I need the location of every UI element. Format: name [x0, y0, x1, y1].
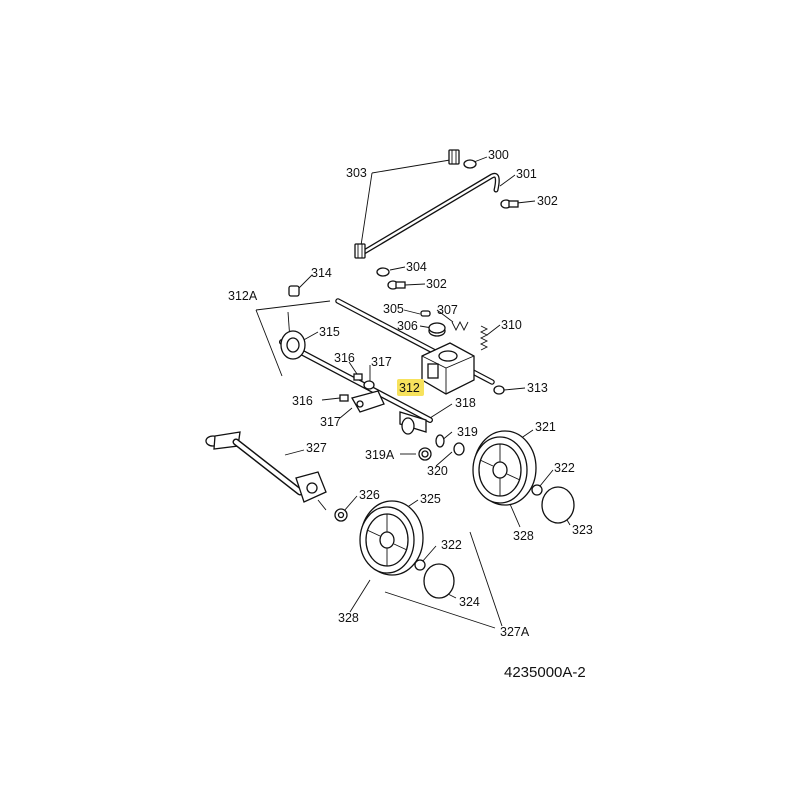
bushing-306: [428, 322, 446, 337]
callout-317-top: 317: [371, 355, 392, 369]
hubcap-323: [541, 486, 575, 524]
nut-322-right: [531, 484, 543, 496]
callout-327: 327: [306, 441, 327, 455]
callout-326: 326: [359, 488, 380, 502]
nut-322-left: [414, 559, 426, 571]
wheel-right: [472, 430, 537, 506]
rod-clip-top: [448, 149, 460, 165]
bearing-319A: [418, 447, 432, 461]
callout-316-bottom: 316: [292, 394, 313, 408]
callout-310: 310: [501, 318, 522, 332]
wheel-left: [359, 500, 424, 576]
callout-305: 305: [383, 302, 404, 316]
callout-328-left: 328: [338, 611, 359, 625]
washer-317-top: [363, 380, 375, 390]
washer-313: [493, 385, 505, 395]
pin-305: [420, 310, 431, 317]
callout-320: 320: [427, 464, 448, 478]
gearbox: [421, 342, 475, 395]
pawl-318: [399, 411, 427, 435]
callout-325: 325: [420, 492, 441, 506]
callout-319A: 319A: [365, 448, 395, 462]
callout-304: 304: [406, 260, 427, 274]
callout-322-right: 322: [554, 461, 575, 475]
callout-328-right: 328: [513, 529, 534, 543]
callout-319: 319: [457, 425, 478, 439]
callout-321: 321: [535, 420, 556, 434]
callout-highlight: [397, 379, 424, 396]
callout-302-lower: 302: [426, 277, 447, 291]
nut-326: [334, 508, 348, 522]
callout-301: 301: [516, 167, 537, 181]
document-number: 4235000A-2: [504, 664, 586, 681]
spring-310: [479, 325, 489, 351]
callout-312A: 312A: [228, 289, 258, 303]
rod-clip-bottom: [354, 243, 366, 259]
callout-324: 324: [459, 595, 480, 609]
washer-304: [376, 267, 390, 277]
screw-316-top: [353, 373, 363, 381]
callout-303: 303: [346, 166, 367, 180]
callout-323: 323: [572, 523, 593, 537]
callout-322-left: 322: [441, 538, 462, 552]
callout-313: 313: [527, 381, 548, 395]
bolt-302-top: [500, 199, 519, 209]
callout-318: 318: [455, 396, 476, 410]
callout-300: 300: [488, 148, 509, 162]
hubcap-324: [423, 563, 455, 599]
callout-labels: 300 301 302 303 304 302 314 312A 305 307…: [228, 148, 593, 639]
axle-shaft: [279, 339, 433, 423]
clip-314: [288, 285, 300, 297]
callout-302: 302: [537, 194, 558, 208]
bracket-317: [351, 390, 385, 413]
axle-lever-327: [205, 431, 327, 511]
callout-316-top: 316: [334, 351, 355, 365]
drive-gear-315: [280, 311, 306, 360]
callout-315: 315: [319, 325, 340, 339]
washer-300: [463, 159, 477, 169]
spring-307: [451, 320, 469, 332]
callout-312: 312: [399, 381, 420, 395]
callout-306: 306: [397, 319, 418, 333]
washer-320: [453, 442, 465, 456]
callout-307: 307: [437, 303, 458, 317]
callout-314: 314: [311, 266, 332, 280]
handle-rod: [361, 172, 500, 255]
callout-317-bottom: 317: [320, 415, 341, 429]
screw-316-bottom: [339, 394, 349, 402]
washer-319: [435, 434, 445, 448]
callout-327A: 327A: [500, 625, 530, 639]
bolt-302-lower: [387, 280, 406, 290]
